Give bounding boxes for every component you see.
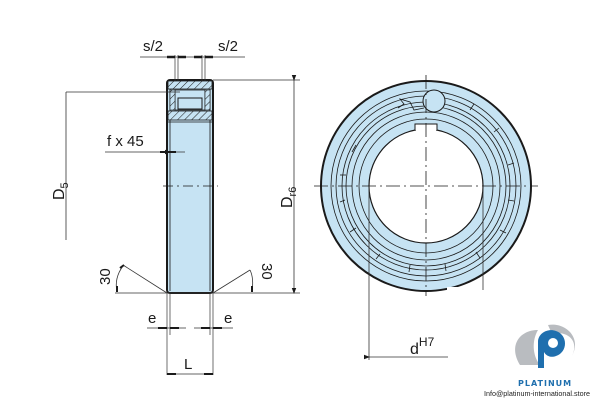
s-half-right-label: s/2 — [218, 38, 238, 55]
angle-left-label: 30 — [97, 268, 114, 285]
roller — [422, 89, 446, 113]
logo-p-mark — [538, 330, 565, 368]
dr6-label: Dr6 — [279, 187, 299, 208]
svg-text:Dr6: Dr6 — [279, 187, 299, 208]
length-label: L — [184, 356, 192, 373]
logo-brand: PLATINUM — [518, 379, 572, 388]
svg-text:30: 30 — [97, 268, 114, 285]
s-half-left-label: s/2 — [143, 38, 163, 55]
e-left-label: e — [148, 310, 156, 327]
logo-email[interactable]: Info@platinum-international.store — [484, 389, 590, 398]
side-view: s/2 s/2 f x 45 D5 Dr6 30 — [51, 38, 300, 375]
e-right-label: e — [224, 310, 232, 327]
chamfer-label: f x 45 — [107, 133, 144, 150]
bore-label: dH7 — [410, 335, 435, 358]
svg-text:D5: D5 — [51, 182, 71, 200]
inner-ring-hatch — [167, 110, 213, 121]
angle-right-label: 30 — [258, 263, 275, 280]
front-view: dH7 — [314, 75, 538, 360]
svg-text:30: 30 — [258, 263, 275, 280]
platinum-logo: PLATINUM Info@platinum-international.sto… — [484, 324, 590, 398]
d5-label: D5 — [51, 182, 71, 200]
outer-ring-hatch — [167, 80, 213, 90]
